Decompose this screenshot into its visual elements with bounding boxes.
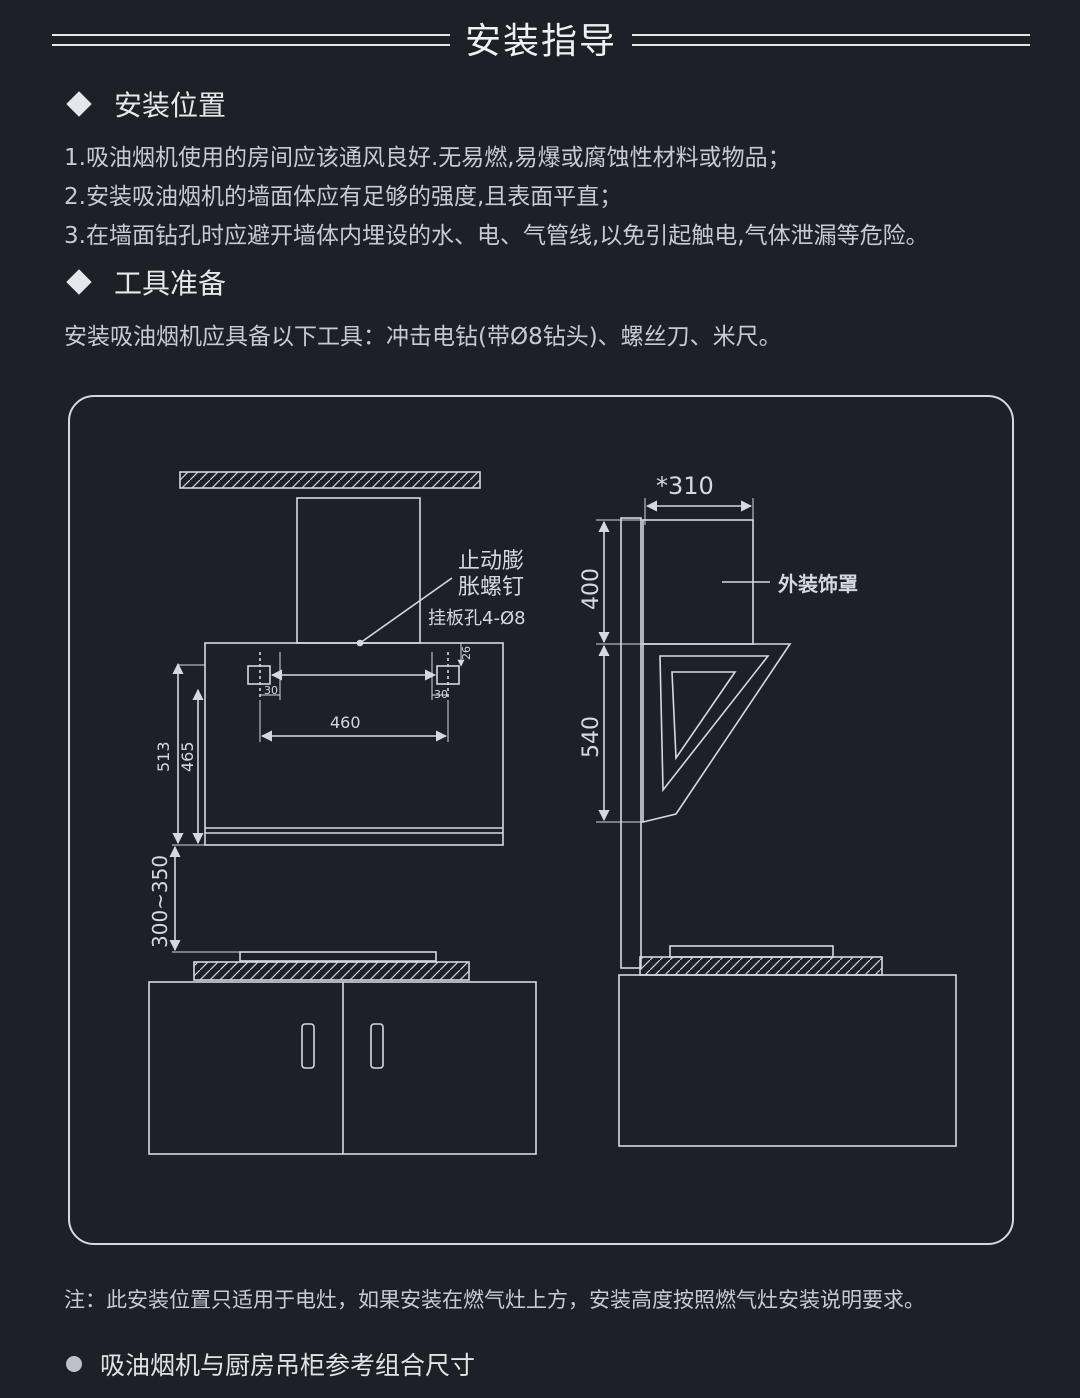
section-heading-tools: 工具准备 [64, 262, 226, 302]
anchor-label-1: 止动膨 [458, 549, 524, 574]
install-position-line-2: 2.安装吸油烟机的墙面体应有足够的强度,且表面平直； [64, 184, 623, 210]
chimney-front [296, 497, 421, 644]
cover-label: 外装饰罩 [778, 572, 858, 596]
hanging-hole-right [436, 665, 460, 685]
hood-body-front [204, 642, 504, 846]
dim-310-text: *310 [656, 472, 714, 500]
hanging-hole-left [247, 665, 271, 685]
dim-465-text: 465 [178, 741, 197, 772]
cabinet-handle-right [370, 1023, 384, 1069]
hood-side-inner-1 [659, 655, 770, 793]
dim-460-text: 460 [330, 713, 361, 732]
section-heading-install-position: 安装位置 [64, 84, 226, 124]
bullet-icon [66, 1356, 82, 1372]
page-title: 安装指导 [464, 21, 617, 62]
install-position-line-1: 1.吸油烟机使用的房间应该通风良好.无易燃,易爆或腐蚀性材料或物品； [64, 145, 791, 171]
footer-list-item: 吸油烟机与厨房吊柜参考组合尺寸 [66, 1346, 475, 1382]
dim-30-right-text: 30 [434, 688, 448, 701]
anchor-label-2: 胀螺钉 [458, 575, 524, 600]
dim-513-text: 513 [154, 741, 173, 772]
hood-side-inner-2 [671, 671, 737, 761]
cabinet-side [618, 974, 957, 1147]
dim-gap-text: 300~350 [148, 855, 172, 948]
hanging-hole-label: 挂板孔4-Ø8 [428, 608, 526, 629]
title-rule-left [52, 34, 450, 46]
section-heading-label: 工具准备 [114, 267, 227, 300]
section-heading-label: 安装位置 [114, 89, 227, 122]
cooktop-front [239, 951, 437, 962]
ceiling-hatch [179, 471, 481, 489]
footer-item-label: 吸油烟机与厨房吊柜参考组合尺寸 [100, 1351, 476, 1380]
title-rule-right [632, 34, 1030, 46]
install-note: 注：此安装位置只适用于电灶，如果安装在燃气灶上方，安装高度按照燃气灶安装说明要求… [64, 1288, 925, 1312]
diagram-frame [68, 395, 1014, 1245]
dim-540-text: 540 [579, 716, 604, 758]
dim-26-text: 26 [460, 646, 473, 660]
counter-hatch-front [193, 961, 470, 981]
cabinet-handle-left [301, 1023, 315, 1069]
hood-side-outline [642, 643, 792, 824]
title-row: 安装指导 [0, 10, 1080, 66]
tools-line-1: 安装吸油烟机应具备以下工具：冲击电钻(带Ø8钻头)、螺丝刀、米尺。 [64, 324, 782, 350]
wall-side [620, 517, 642, 969]
dim-30-left-text: 30 [264, 684, 278, 697]
dim-400-text: 400 [579, 568, 604, 610]
cooktop-side [669, 945, 834, 958]
install-position-line-3: 3.在墙面钻孔时应避开墙体内埋设的水、电、气管线,以免引起触电,气体泄漏等危险。 [64, 223, 929, 249]
anchor-point [356, 639, 364, 647]
anchor-leader [359, 577, 453, 644]
counter-hatch-side [639, 956, 883, 976]
